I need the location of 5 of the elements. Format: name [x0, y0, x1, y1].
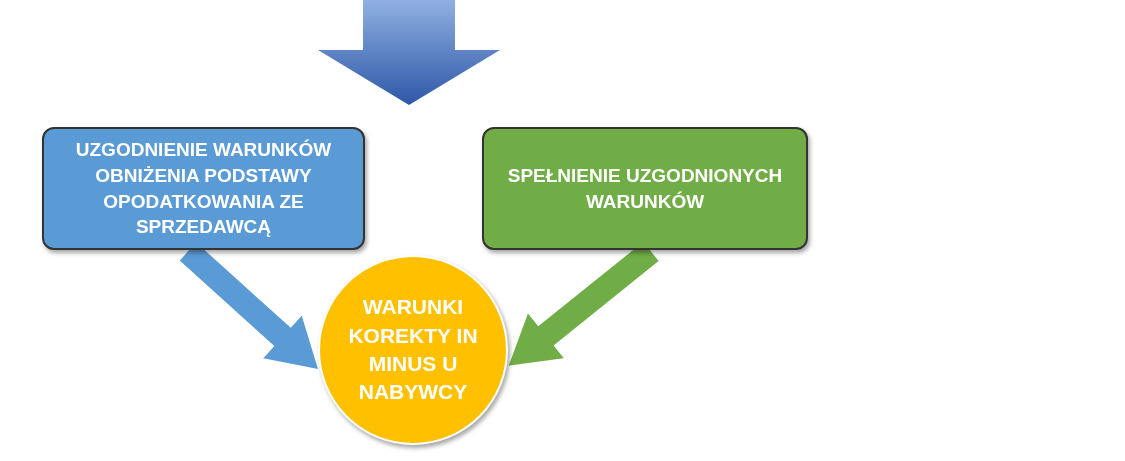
process-box — [42, 127, 365, 250]
node-text: SPEŁNIENIE UZGODNIONYCH WARUNKÓW — [506, 163, 784, 214]
process-box — [482, 127, 808, 250]
node-text: WARUNKI KOREKTY IN MINUS U NABYWCY — [347, 294, 479, 406]
node-text: UZGODNIENIE WARUNKÓW OBNIŻENIA PODSTAWY OPODATKOWANIA ZE SPRZEDAWCĄ — [74, 138, 333, 240]
